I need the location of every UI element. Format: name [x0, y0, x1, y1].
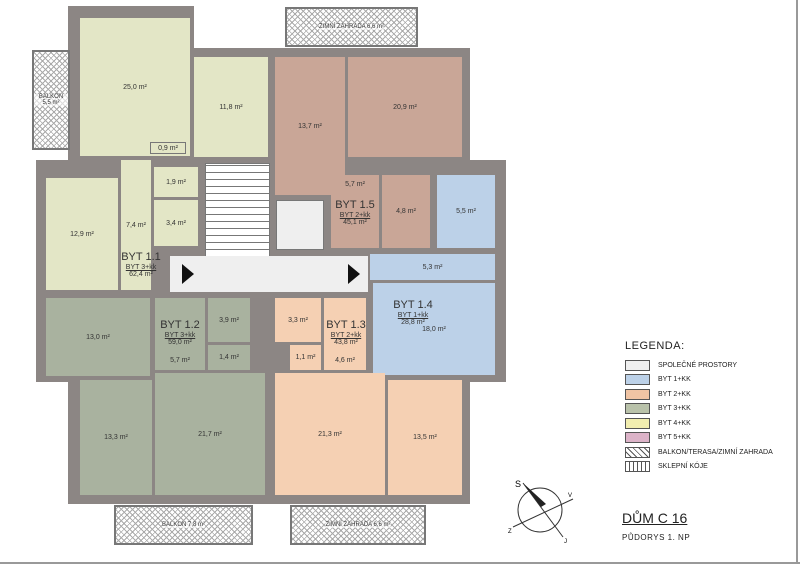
building-title: DŮM C 16	[622, 510, 688, 526]
legend-item: BYT 2+KK	[625, 387, 773, 402]
legend-item: BYT 3+KK	[625, 402, 773, 417]
winter-garden-bottom: ZIMNÍ ZAHRADA 6,6 m²	[290, 505, 426, 545]
winter-garden-top: ZIMNÍ ZAHRADA 6,6 m²	[285, 7, 418, 47]
compass-north: S	[515, 479, 521, 489]
room-r3-wc: 1,1 m²	[290, 345, 321, 370]
legend-item: SPOLEČNÉ PROSTORY	[625, 358, 773, 373]
room-r4-hall: 5,3 m²	[370, 254, 495, 280]
room-r3-living: 21,3 m²	[275, 373, 385, 495]
entrance-arrow-icon	[182, 264, 194, 284]
room-r1-bath: 3,4 m²	[154, 200, 198, 246]
legend-swatch	[625, 403, 650, 415]
legend-title: LEGENDA:	[625, 340, 685, 352]
legend-swatch	[625, 374, 650, 386]
compass-icon: S V J Z	[508, 479, 574, 545]
common-corridor	[170, 256, 368, 292]
balcony-left: BALKON 5,5 m²	[32, 50, 70, 150]
legend-swatch	[625, 446, 650, 458]
room-r3-hall: 4,6 m²	[324, 298, 366, 370]
legend: LEGENDA: SPOLEČNÉ PROSTORY BYT 1+KK BYT …	[625, 340, 773, 474]
room-r2-living: 21,7 m²	[155, 373, 265, 495]
floor-title: PŮDORYS 1. NP	[622, 533, 691, 542]
room-r3-bath: 3,3 m²	[275, 298, 321, 342]
legend-swatch	[625, 388, 650, 400]
page-border	[796, 0, 798, 564]
room-r5-hall: 5,7 m²	[331, 175, 379, 248]
room-r1-wc: 1,9 m²	[154, 167, 198, 197]
entrance-arrow-icon	[348, 264, 360, 284]
page-border	[0, 562, 800, 564]
legend-swatch	[625, 461, 650, 473]
room-r2-bed: 13,3 m²	[80, 380, 152, 495]
room-r1-room: 11,8 m²	[194, 57, 268, 157]
room-r3-bed: 13,5 m²	[388, 380, 462, 495]
room-r4-living: 18,0 m²	[373, 283, 495, 375]
room-r5-bed: 13,7 m²	[275, 57, 345, 195]
staircase	[205, 163, 270, 257]
room-r1-pantry: 0,9 m²	[150, 142, 186, 154]
legend-swatch	[625, 417, 650, 429]
legend-item: BYT 5+KK	[625, 431, 773, 446]
balcony-bottom: BALKON 7,8 m²	[114, 505, 253, 545]
legend-item: SKLEPNÍ KÓJE	[625, 460, 773, 475]
legend-item: BALKON/TERASA/ZIMNÍ ZAHRADA	[625, 445, 773, 460]
legend-item: BYT 1+KK	[625, 373, 773, 388]
room-r1-bed: 12,9 m²	[46, 178, 118, 290]
compass-east: V	[568, 493, 572, 499]
compass-south: J	[564, 539, 567, 545]
room-r1-living: 25,0 m²	[80, 18, 190, 156]
room-r2-hall: 5,7 m²	[155, 298, 205, 370]
legend-swatch	[625, 359, 650, 371]
compass-west: Z	[508, 529, 512, 535]
room-r2-room: 13,0 m²	[46, 298, 150, 376]
room-r5-living: 20,9 m²	[348, 57, 462, 157]
room-r5-bath: 4,8 m²	[382, 175, 430, 248]
legend-swatch	[625, 432, 650, 444]
elevator	[276, 200, 324, 250]
room-r4-bath: 5,5 m²	[437, 175, 495, 248]
room-r2-wc: 1,4 m²	[208, 345, 250, 370]
legend-item: BYT 4+KK	[625, 416, 773, 431]
room-r1-hall: 7,4 m²	[121, 160, 151, 290]
room-r2-bath: 3,9 m²	[208, 298, 250, 342]
